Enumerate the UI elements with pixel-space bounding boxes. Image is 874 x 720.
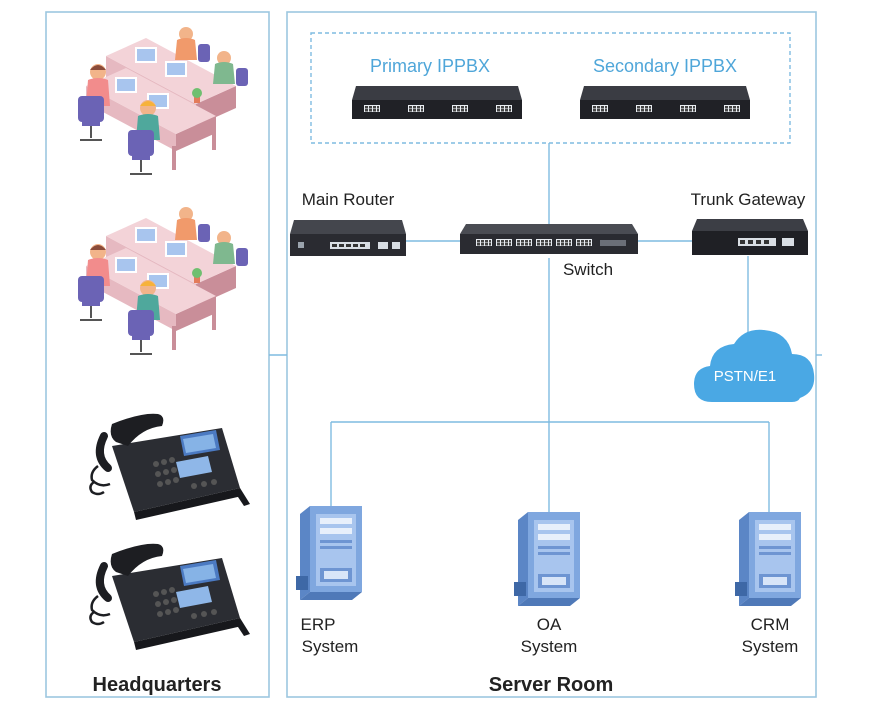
ip-desk-phone-icon-2 — [90, 544, 250, 650]
pstn-cloud-icon — [694, 329, 815, 402]
main-router-icon — [290, 220, 406, 256]
erp-label-line1: ERP — [301, 615, 336, 634]
main-router-label: Main Router — [302, 190, 395, 209]
ippbx-group-box — [310, 32, 791, 144]
oa-server-icon — [514, 512, 580, 606]
oa-label-line1: OA — [537, 615, 562, 634]
office-desk-cluster-icon — [77, 26, 249, 175]
trunk-gateway-icon — [692, 219, 808, 255]
headquarters-title: Headquarters — [93, 674, 222, 696]
office-desk-cluster-icon-2 — [77, 206, 249, 355]
erp-server-icon — [296, 506, 362, 600]
oa-label-line2: System — [521, 637, 578, 656]
primary-ippbx-device-icon — [352, 86, 522, 119]
crm-label-line1: CRM — [751, 615, 790, 634]
server-room-title: Server Room — [489, 674, 614, 696]
switch-label: Switch — [563, 260, 613, 279]
secondary-ippbx-device-icon — [580, 86, 750, 119]
crm-server-icon — [735, 512, 801, 606]
crm-label-line2: System — [742, 637, 799, 656]
trunk-gateway-label: Trunk Gateway — [691, 190, 806, 209]
primary-ippbx-label: Primary IPPBX — [370, 56, 490, 76]
pstn-label: PSTN/E1 — [714, 368, 777, 385]
switch-device-icon — [460, 224, 638, 254]
secondary-ippbx-label: Secondary IPPBX — [593, 56, 737, 76]
ip-desk-phone-icon — [90, 414, 250, 520]
erp-label-line2: System — [302, 637, 359, 656]
